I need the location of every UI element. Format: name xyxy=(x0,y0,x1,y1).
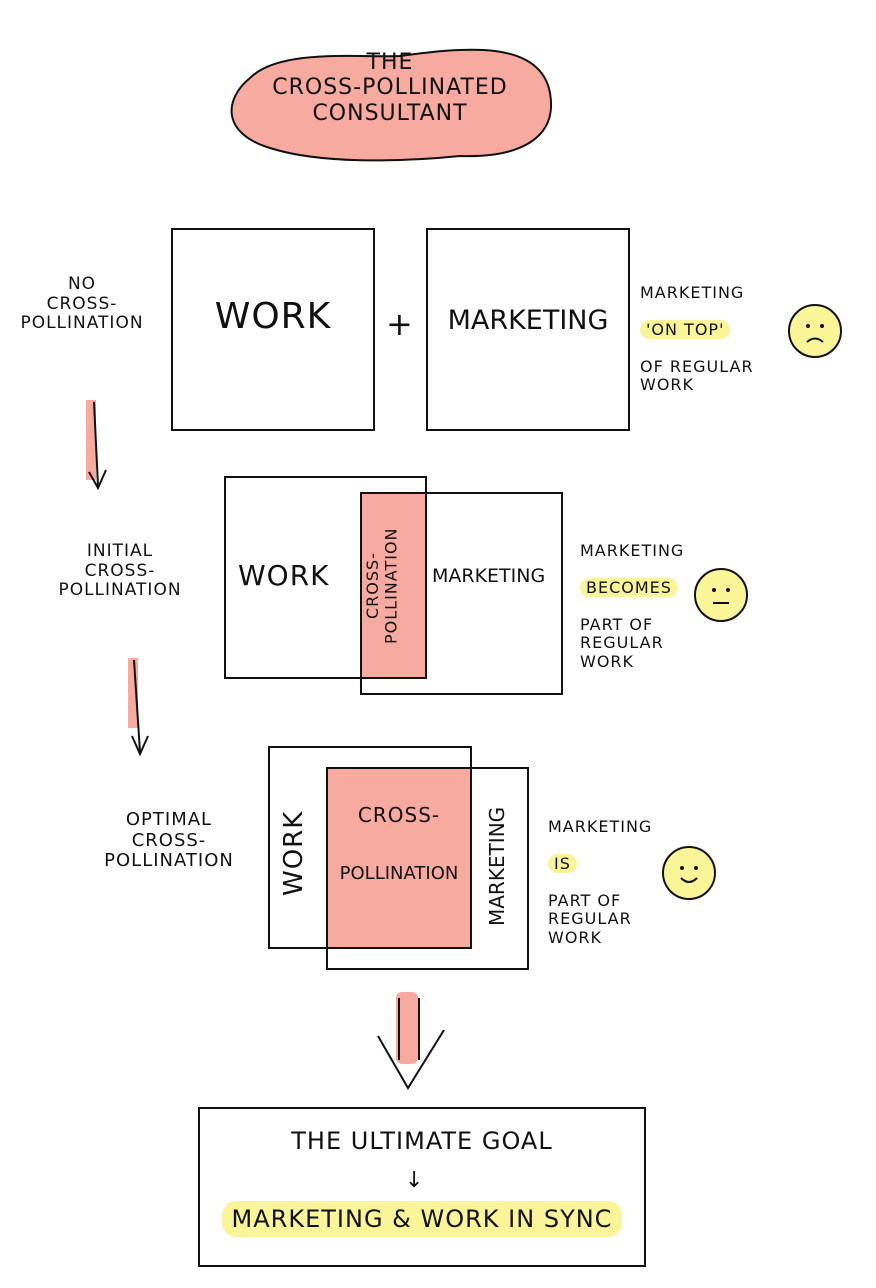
stage-2-marketing-label: MARKETING xyxy=(432,565,546,587)
big-down-arrow-icon xyxy=(377,992,445,1090)
title-blob xyxy=(230,48,553,162)
stage-1-marketing-label: MARKETING xyxy=(447,305,609,336)
sad-face-icon xyxy=(788,304,842,358)
stage-1-plus: + xyxy=(386,305,414,343)
stage-3-work-box xyxy=(268,746,472,949)
down-arrow-icon xyxy=(86,400,107,491)
goal-arrow-icon: ↓ xyxy=(405,1168,425,1193)
stage-3-note-pre: MARKETING xyxy=(548,817,653,837)
stage-3-work-label: WORK xyxy=(279,810,309,896)
stage-2-overlap-label: CROSS- POLLINATION xyxy=(363,527,401,645)
stage-1-work-label: WORK xyxy=(214,296,332,337)
goal-text-wrap: MARKETING & WORK IN SYNC xyxy=(210,1201,634,1237)
stage-1-note-pre: MARKETING xyxy=(640,283,745,303)
stage-2-label: INITIAL CROSS- POLLINATION xyxy=(58,541,182,601)
stage-3-note-highlight: IS xyxy=(548,854,577,874)
stage-3-note-post: PART OF REGULAR WORK xyxy=(548,890,632,947)
stage-3-marketing-box xyxy=(326,767,529,970)
stage-2-work-label: WORK xyxy=(238,559,330,592)
stage-1-marketing-box xyxy=(426,228,630,431)
goal-box xyxy=(198,1107,646,1267)
stage-1-note-post: OF REGULAR WORK xyxy=(640,356,754,395)
stage-2-marketing-box xyxy=(360,492,563,695)
goal-title: THE ULTIMATE GOAL xyxy=(291,1127,553,1155)
goal-text: MARKETING & WORK IN SYNC xyxy=(221,1201,623,1237)
stage-1-work-box xyxy=(171,228,375,431)
stage-2-note-pre: MARKETING xyxy=(580,541,685,561)
stage-1-label: NO CROSS- POLLINATION xyxy=(20,274,144,334)
neutral-face-icon xyxy=(694,568,748,622)
stage-2-note: MARKETING BECOMES PART OF REGULAR WORK xyxy=(580,524,720,671)
stage-2-note-highlight: BECOMES xyxy=(580,578,678,598)
stage-2-note-post: PART OF REGULAR WORK xyxy=(580,614,664,671)
stage-3-note: MARKETING IS PART OF REGULAR WORK xyxy=(548,800,658,947)
stage-2-overlap-area xyxy=(362,494,425,677)
stage-1-note: MARKETING 'ON TOP' OF REGULAR WORK xyxy=(640,266,800,395)
stage-3-marketing-label: MARKETING xyxy=(485,806,509,926)
stage-2-work-box xyxy=(224,476,427,679)
stage-3-label: OPTIMAL CROSS- POLLINATION xyxy=(104,809,234,872)
page-title: THE CROSS-POLLINATED CONSULTANT xyxy=(272,50,508,126)
happy-face-icon xyxy=(662,846,716,900)
down-arrow-icon xyxy=(128,658,149,757)
stage-1-note-highlight: 'ON TOP' xyxy=(640,320,731,340)
stage-3-overlap-label-b: POLLINATION xyxy=(339,863,459,884)
stage-3-overlap-label-a: CROSS- xyxy=(357,803,441,827)
stage-3-overlap-area xyxy=(328,769,470,947)
